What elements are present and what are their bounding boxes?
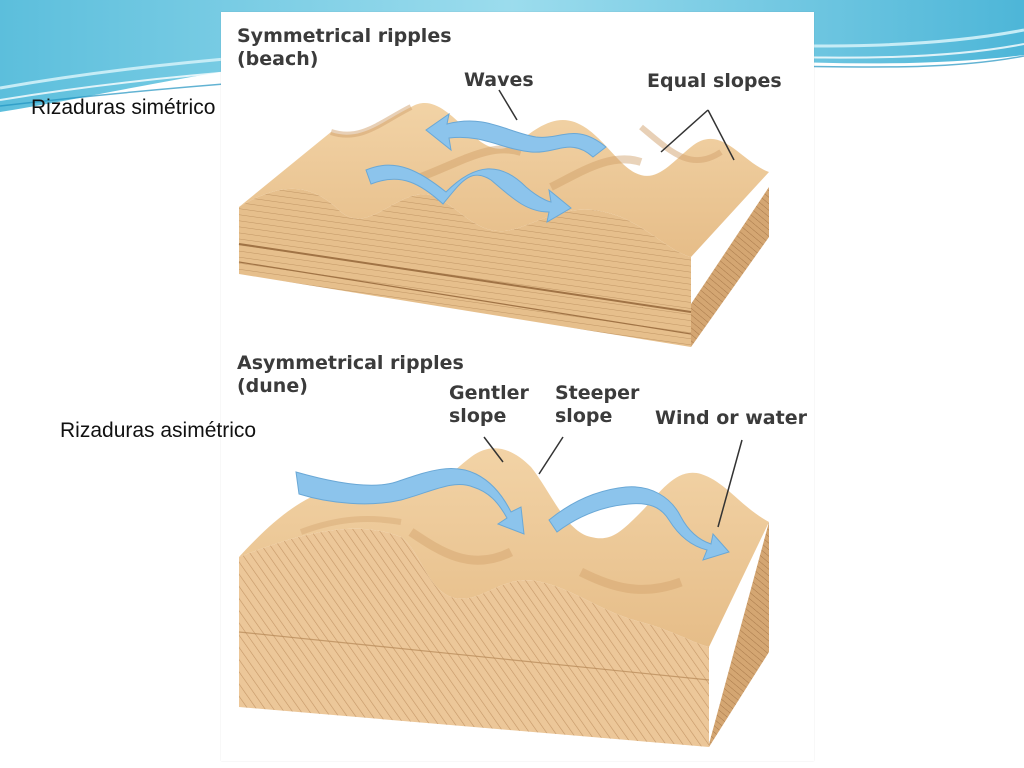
ripple-diagram <box>238 89 769 747</box>
bottom-block-right-face <box>709 522 769 747</box>
symmetrical-title-line2: (beach) <box>237 48 319 70</box>
wave-arrows <box>365 112 607 223</box>
steeper-slope-line1: Steeper <box>555 382 640 404</box>
steeper-slope-line2: slope <box>555 405 613 427</box>
top-block-front-face <box>239 188 691 347</box>
ripple-figure-panel: Symmetrical ripples (beach) Waves Equal … <box>221 12 814 761</box>
gentler-slope-label: Gentler slope <box>449 382 529 428</box>
equal-slopes-pointer-right <box>707 109 735 161</box>
bottom-block-front-face <box>239 528 709 747</box>
asymmetrical-title-line1: Asymmetrical ripples <box>237 352 464 374</box>
symmetrical-title: Symmetrical ripples (beach) <box>237 25 452 71</box>
wind-arrows <box>295 468 730 561</box>
steeper-slope-pointer <box>538 436 564 475</box>
asymmetric-ripples-caption: Rizaduras asimétrico <box>60 419 257 442</box>
gentler-slope-line2: slope <box>449 405 507 427</box>
wind-water-label: Wind or water <box>655 407 807 429</box>
wind-arrow-left <box>295 468 525 535</box>
equal-slopes-label: Equal slopes <box>647 70 782 92</box>
top-block-right-face <box>691 187 769 347</box>
symmetrical-title-line1: Symmetrical ripples <box>237 25 452 47</box>
wave-arrow-right <box>365 164 572 223</box>
symmetrical-ripple-block <box>238 102 769 347</box>
asymmetrical-title: Asymmetrical ripples (dune) <box>237 352 464 398</box>
equal-slopes-pointer-left <box>660 109 709 153</box>
wind-arrow-right <box>548 486 730 561</box>
symmetric-ripples-caption: Rizaduras simétrico <box>31 96 216 119</box>
gentler-slope-line1: Gentler <box>449 382 529 404</box>
wind-water-pointer <box>717 439 743 528</box>
waves-pointer <box>498 89 518 121</box>
wave-arrow-left <box>425 112 607 158</box>
waves-label: Waves <box>464 69 534 91</box>
asymmetrical-title-line2: (dune) <box>237 375 308 397</box>
gentler-slope-pointer <box>483 436 504 463</box>
steeper-slope-label: Steeper slope <box>555 382 639 428</box>
